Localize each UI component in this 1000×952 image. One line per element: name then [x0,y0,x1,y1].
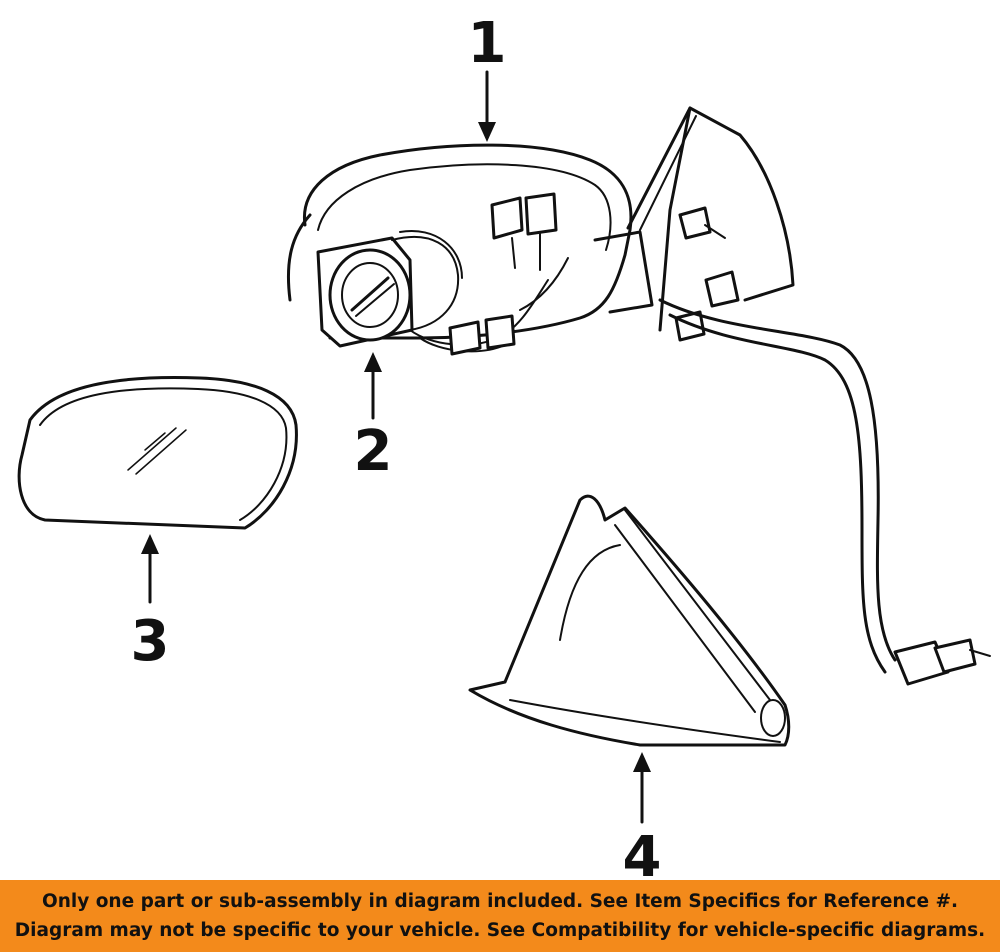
callout-leader-3 [141,534,159,604]
callout-leader-4 [633,752,651,824]
part-1-mirror-housing [286,106,991,686]
mirror-parts-diagram: 1 2 3 4 [17,11,991,880]
disclaimer-line-2: Diagram may not be specific to your vehi… [14,920,986,941]
callout-number-1: 1 [468,11,507,76]
callout-leader-2 [364,352,382,420]
disclaimer-banner: Only one part or sub-assembly in diagram… [0,880,1000,952]
part-3-mirror-glass [17,376,298,530]
callout-number-3: 3 [131,609,170,674]
part-4-sail-cover [468,494,791,747]
callout-leader-1 [478,70,496,142]
callout-number-2: 2 [354,419,393,484]
disclaimer-line-1: Only one part or sub-assembly in diagram… [41,891,959,912]
callout-number-4: 4 [623,825,662,880]
